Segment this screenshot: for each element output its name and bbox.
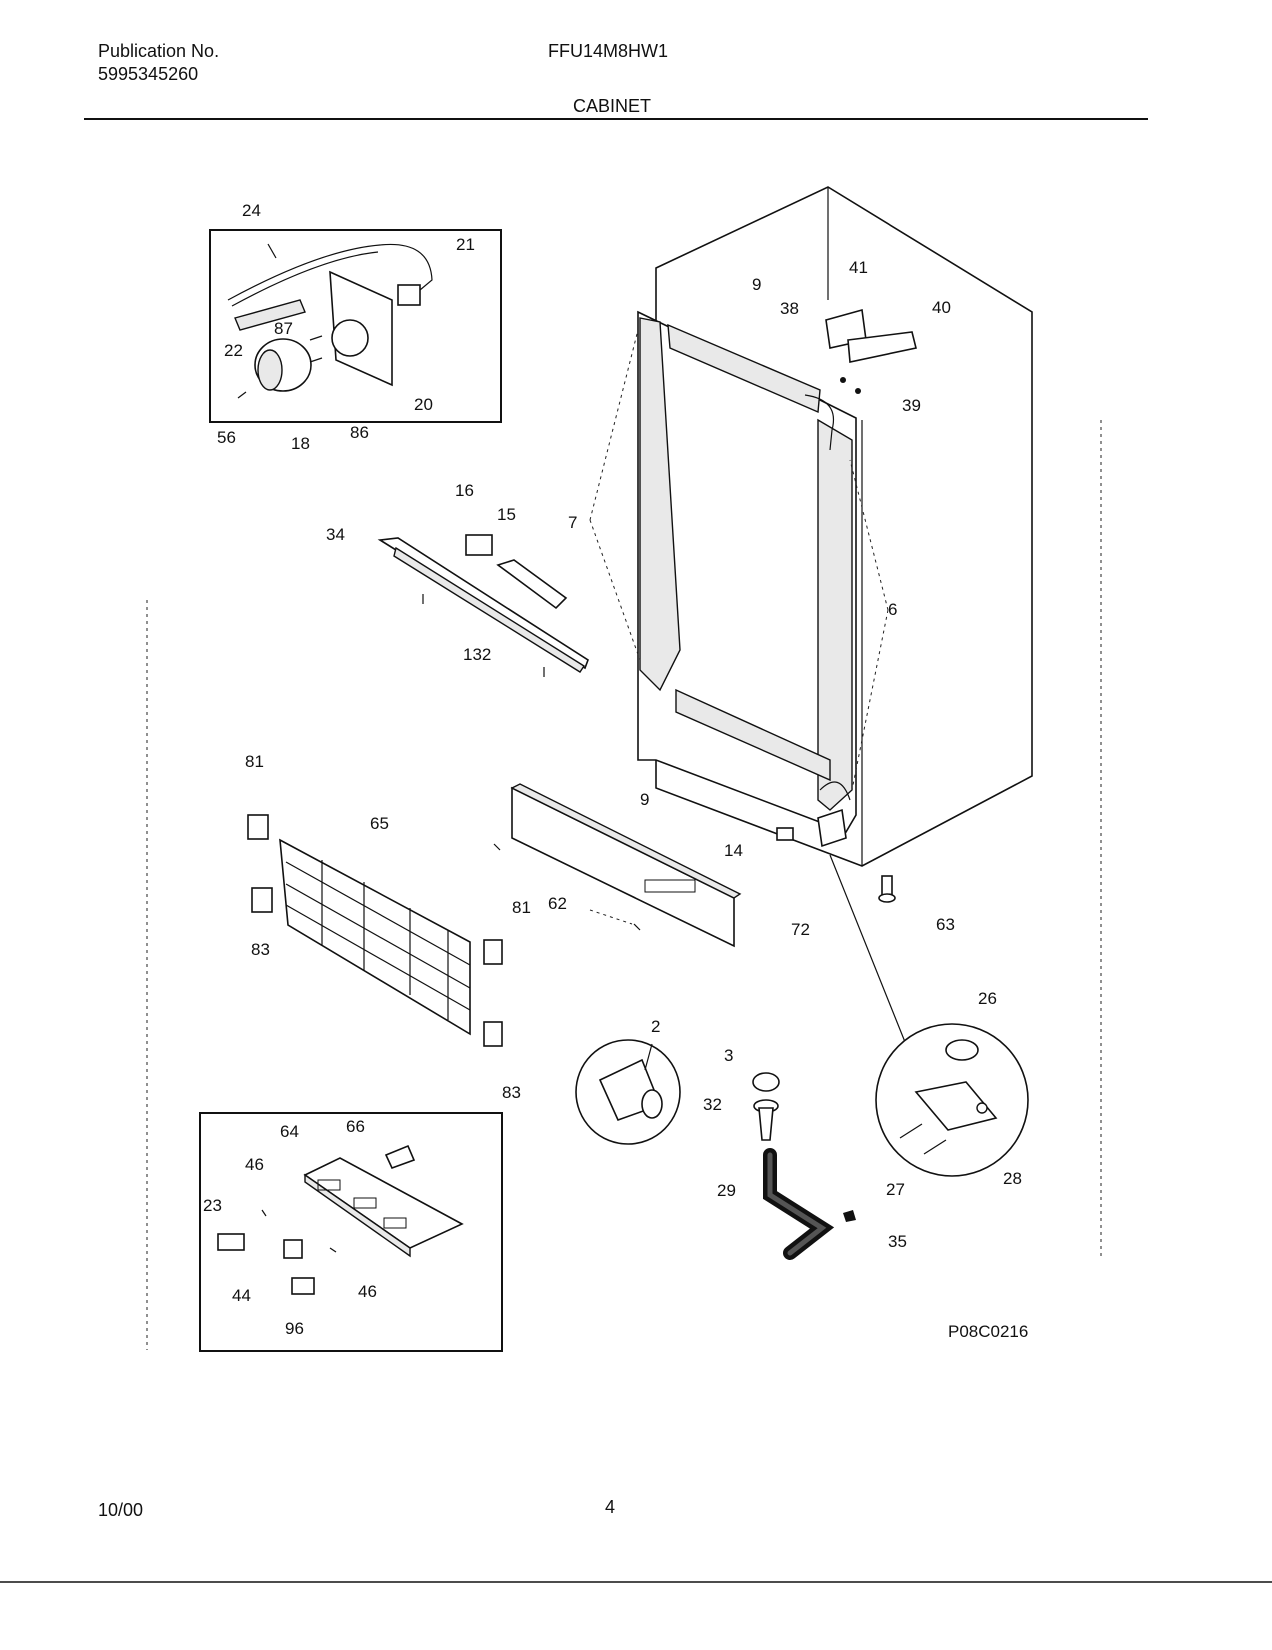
section-title: CABINET (573, 96, 652, 116)
label-63: 63 (936, 915, 955, 934)
label-38: 38 (780, 299, 799, 318)
model-number: FFU14M8HW1 (548, 41, 669, 61)
label-87: 87 (274, 319, 293, 338)
light-shield-assembly (377, 534, 589, 677)
label-32: 32 (703, 1095, 722, 1114)
part-labels: 24 21 87 22 20 56 18 86 9 38 41 40 39 16… (203, 201, 1028, 1341)
cabinet (589, 186, 1033, 867)
control-assembly (227, 243, 433, 399)
label-83-left: 83 (251, 940, 270, 959)
toe-grille (493, 783, 742, 948)
bushing-detail (598, 1058, 663, 1122)
label-35: 35 (888, 1232, 907, 1251)
label-9-bottom: 9 (640, 790, 649, 809)
hinge-detail (899, 1039, 998, 1155)
label-66: 66 (346, 1117, 365, 1136)
label-62: 62 (548, 894, 567, 913)
label-64: 64 (280, 1122, 299, 1141)
leveling-leg (878, 875, 896, 903)
label-65: 65 (370, 814, 389, 833)
shelf-clip-upper (483, 939, 503, 965)
label-44: 44 (232, 1286, 251, 1305)
lower-hinge (817, 808, 847, 848)
label-18: 18 (291, 434, 310, 453)
label-15: 15 (497, 505, 516, 524)
label-46-bottom: 46 (358, 1282, 377, 1301)
label-39: 39 (902, 396, 921, 415)
shelf-support-lower (251, 887, 273, 913)
label-7: 7 (568, 513, 577, 532)
shelf-support-upper (247, 814, 269, 840)
label-21: 21 (456, 235, 475, 254)
cover-assembly (217, 1144, 464, 1295)
publication-label: Publication No. (98, 41, 220, 61)
label-23: 23 (203, 1196, 222, 1215)
label-24: 24 (242, 201, 261, 220)
figure-code: P08C0216 (948, 1322, 1028, 1341)
label-20: 20 (414, 395, 433, 414)
label-83-right: 83 (502, 1083, 521, 1102)
page-number: 4 (605, 1497, 616, 1517)
label-40: 40 (932, 298, 951, 317)
label-3: 3 (724, 1046, 733, 1065)
cover-inset-box (199, 1112, 503, 1352)
door-stop (776, 827, 794, 841)
label-14: 14 (724, 841, 743, 860)
wire-shelf-assembly (247, 814, 503, 1047)
shelf-clip-lower (483, 1021, 503, 1047)
label-6: 6 (888, 600, 897, 619)
label-27: 27 (886, 1180, 905, 1199)
label-29: 29 (717, 1181, 736, 1200)
label-2: 2 (651, 1017, 660, 1036)
label-9-top: 9 (752, 275, 761, 294)
label-34: 34 (326, 525, 345, 544)
label-46-top: 46 (245, 1155, 264, 1174)
label-96: 96 (285, 1319, 304, 1338)
label-72: 72 (791, 920, 810, 939)
label-56: 56 (217, 428, 236, 447)
label-26: 26 (978, 989, 997, 1008)
label-81-mid: 81 (512, 898, 531, 917)
label-28: 28 (1003, 1169, 1022, 1188)
label-41: 41 (849, 258, 868, 277)
label-132: 132 (463, 645, 491, 664)
control-inset-box (209, 229, 502, 423)
drain-assembly (752, 1072, 856, 1260)
light-socket (465, 534, 493, 556)
hinge-bracket (847, 331, 917, 363)
label-86: 86 (350, 423, 369, 442)
footer-date: 10/00 (98, 1500, 144, 1520)
label-81-top: 81 (245, 752, 264, 771)
publication-number: 5995345260 (98, 64, 199, 84)
label-16: 16 (455, 481, 474, 500)
label-22: 22 (224, 341, 243, 360)
